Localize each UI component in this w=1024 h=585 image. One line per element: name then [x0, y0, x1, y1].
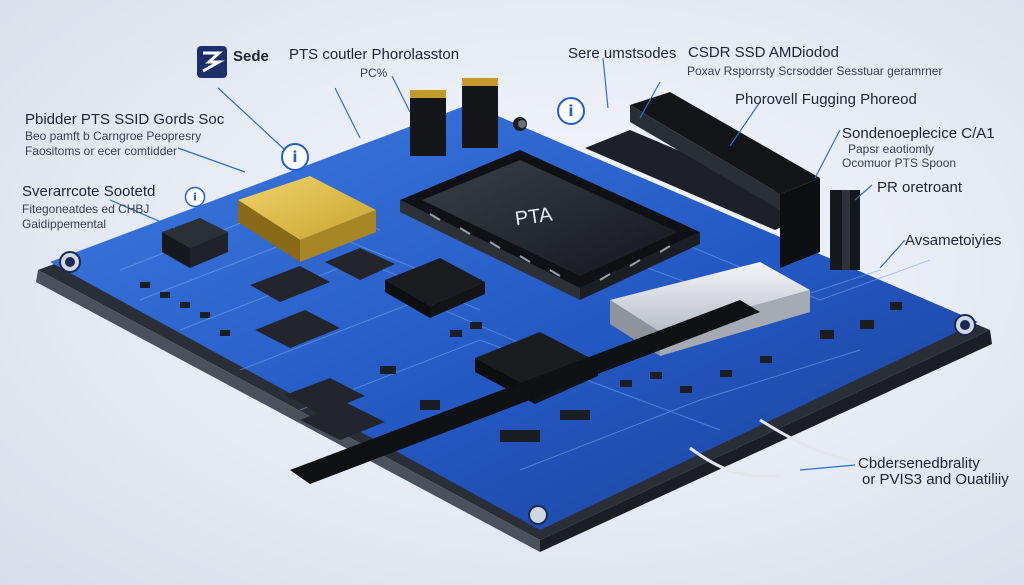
- annotation-svegraroote-line-3: Gaidippemental: [22, 217, 107, 231]
- svg-text:i: i: [568, 102, 573, 120]
- annotation-pbidder-ssd-line-2: Beo pamft b Carngroe Peopresry: [25, 129, 202, 143]
- annotation-pts-controller-sub: PC%: [360, 66, 388, 80]
- gold-module: [238, 176, 376, 262]
- svg-text:i: i: [292, 148, 297, 166]
- top-chips: [410, 78, 498, 156]
- annotation-cbdersenedbrality-sub: or PVIS3 and Ouatiliiy: [862, 471, 1009, 488]
- annotation-pbidder-ssd-line-3: Faositoms or ecer comtidder: [25, 144, 178, 158]
- annotation-phorovell-fuging: Phorovell Fugging Phoreod: [735, 91, 917, 108]
- annotation-csdr-ssd-title: CSDR SSD AMDiodod: [688, 44, 839, 61]
- annotation-sendenceplecice-title: Sondenoeplecice C/A1: [842, 125, 995, 142]
- edge-connector: [290, 300, 861, 484]
- annotation-pp-oretroant: PR oretroant: [877, 179, 963, 196]
- logo-name: Sede: [233, 48, 269, 65]
- annotation-sendenceplecice-line-2: Papsr eaotiomly: [848, 142, 935, 156]
- annotation-svegraroote-title: Sverarrcote Sootetd: [22, 183, 156, 200]
- logo-icon: [197, 46, 227, 78]
- annotation-svegraroote-line-2: Fitegoneatdes ed CHBJ: [22, 202, 150, 216]
- svg-text:i: i: [193, 191, 197, 204]
- annotation-cbdersenedbrality-title: Cbdersenedbrality: [858, 455, 980, 472]
- info-icon[interactable]: i: [280, 142, 310, 172]
- annotation-pts-controller-title: PTS coutler Phorolasston: [289, 46, 460, 63]
- annotation-pbidder-ssd-title: Pbidder PTS SSID Gords Soc: [25, 111, 225, 128]
- info-icon[interactable]: i: [556, 96, 586, 126]
- annotation-avesametoiyies: Avsametoiyies: [905, 232, 1002, 249]
- left-connector: [162, 218, 228, 268]
- annotation-server-modes: Sere umstsodes: [568, 45, 677, 62]
- annotation-sendenceplecice-line-3: Ocomuor PTS Spoon: [842, 156, 957, 170]
- mounting-holes: [59, 251, 976, 525]
- info-icon[interactable]: i: [184, 186, 206, 208]
- memory-slots: [585, 92, 860, 270]
- leader-lines: [109, 57, 906, 471]
- main-processor: [400, 150, 700, 300]
- annotation-csdr-ssd-sub: Poxav Rsporrsty Scrsodder Sesstuar geram…: [687, 64, 943, 78]
- small-components: [140, 117, 902, 442]
